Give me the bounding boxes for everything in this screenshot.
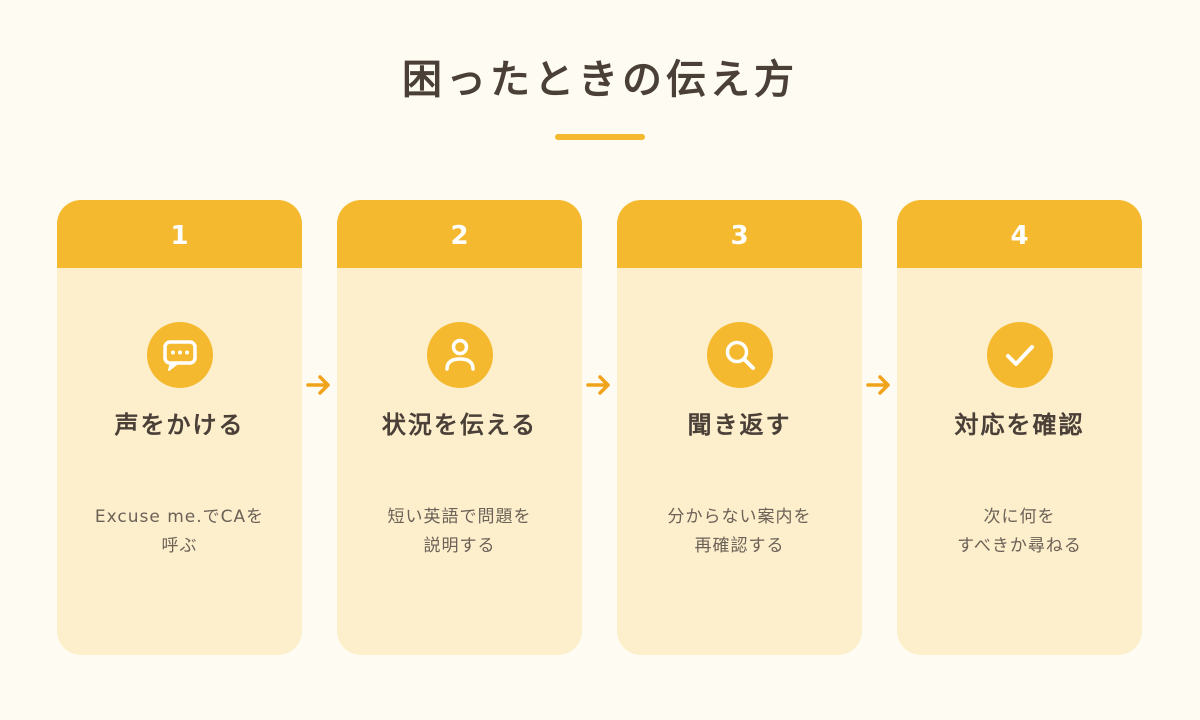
step-number: 3 — [617, 200, 862, 268]
step-description: Excuse me.でCAを 呼ぶ — [94, 507, 265, 556]
check-icon — [987, 322, 1053, 388]
arrow-right-icon — [586, 375, 610, 395]
title-underline — [555, 134, 645, 140]
person-icon — [427, 322, 493, 388]
step-description: 次に何を すべきか尋ねる — [957, 507, 1082, 556]
arrow-right-icon — [866, 375, 890, 395]
arrow-right-icon — [306, 375, 330, 395]
step-title: 聞き返す — [687, 411, 792, 439]
page-title: 困ったときの伝え方 — [402, 57, 798, 103]
step-number: 4 — [897, 200, 1142, 268]
step-card-3: 3 聞き返す 分からない案内を 再確認する — [617, 200, 862, 655]
step-number: 1 — [57, 200, 302, 268]
step-card-2: 2 状況を伝える 短い英語で問題を 説明する — [337, 200, 582, 655]
step-description: 分からない案内を 再確認する — [667, 507, 812, 556]
speech-bubble-icon — [147, 322, 213, 388]
step-card-1: 1 声をかける Excuse me.でCAを 呼ぶ — [57, 200, 302, 655]
step-title: 状況を伝える — [381, 411, 538, 439]
step-description: 短い英語で問題を 説明する — [387, 507, 532, 556]
step-number: 2 — [337, 200, 582, 268]
search-icon — [707, 322, 773, 388]
step-title: 声をかける — [114, 411, 245, 439]
step-card-4: 4 対応を確認 次に何を すべきか尋ねる — [897, 200, 1142, 655]
step-title: 対応を確認 — [954, 411, 1085, 439]
